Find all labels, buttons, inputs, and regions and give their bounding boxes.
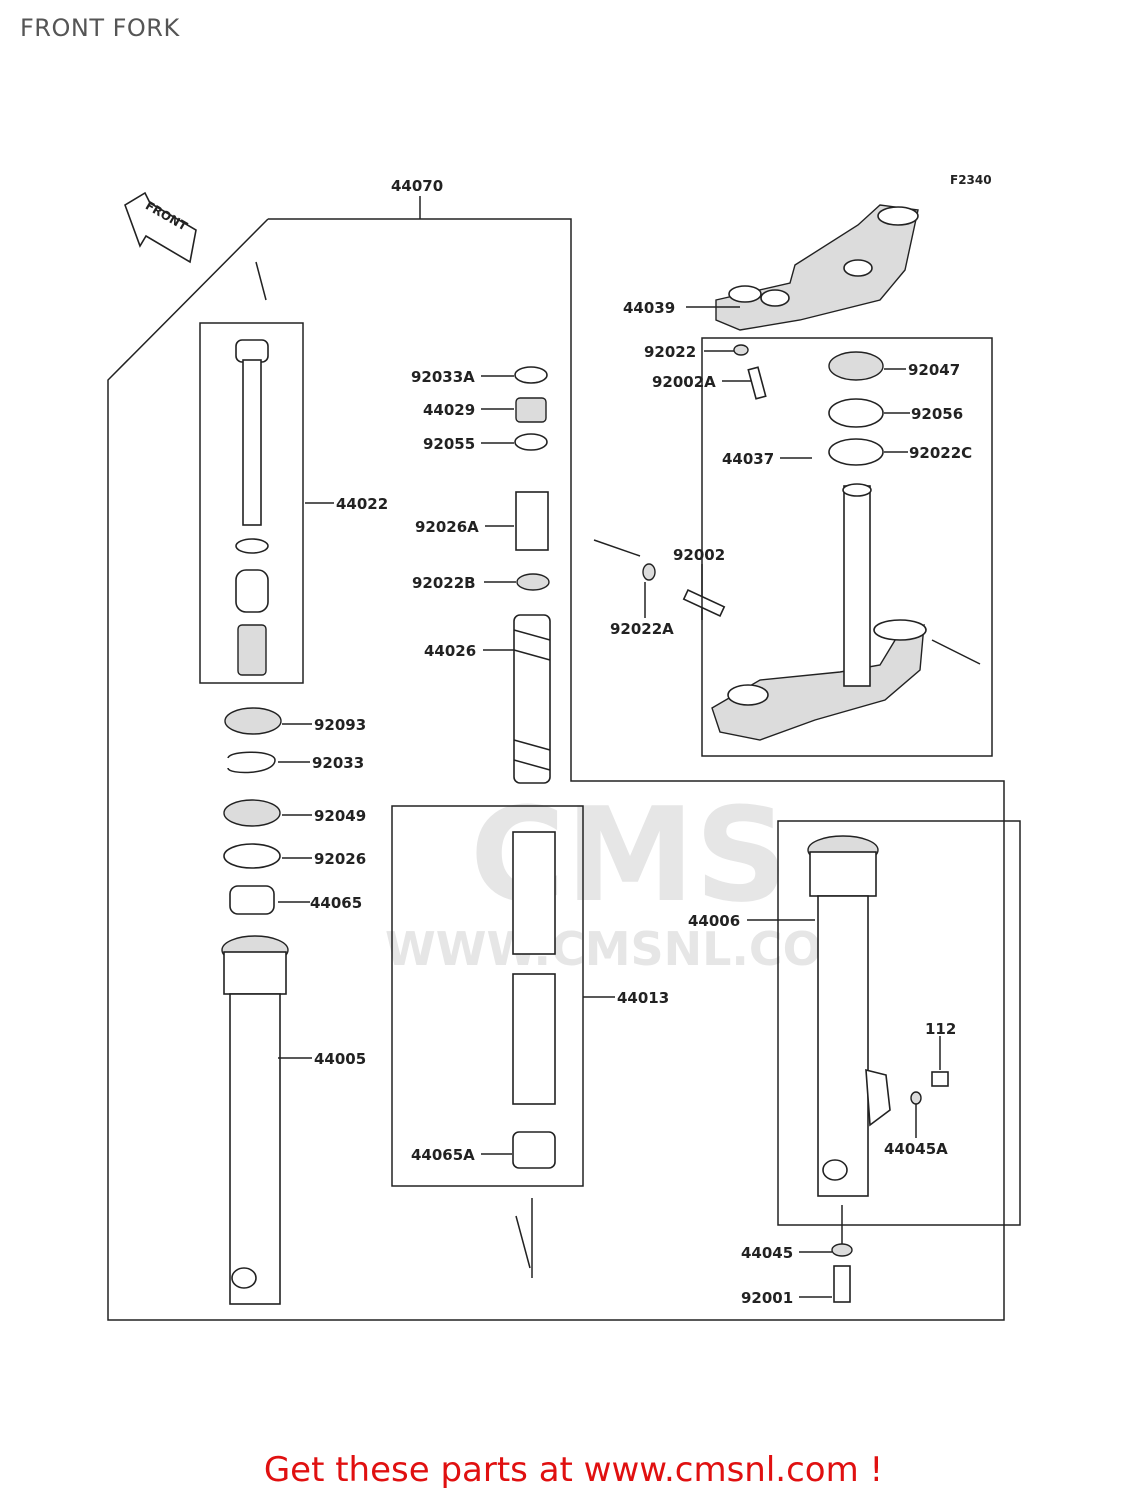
damper-rod bbox=[235, 339, 269, 676]
label-92055: 92055 bbox=[423, 435, 475, 453]
upper-bracket bbox=[715, 204, 919, 331]
label-44039: 44039 bbox=[623, 299, 675, 317]
label-92022A: 92022A bbox=[610, 620, 674, 638]
bolt-112 bbox=[931, 1071, 949, 1087]
figure-ref: F2340 bbox=[950, 173, 992, 187]
spacer-92026A bbox=[515, 491, 549, 551]
outer-tube-44006 bbox=[807, 835, 891, 1197]
watermark-url: WWW.CMSNL.COM bbox=[385, 922, 868, 976]
label-44070: 44070 bbox=[391, 177, 443, 195]
bolt-92001 bbox=[833, 1265, 851, 1303]
ring-92033A bbox=[514, 366, 548, 384]
outer-tube-box bbox=[777, 820, 1021, 1226]
part-labels: 44070 44039 92022 92002A 92047 92056 440… bbox=[310, 177, 972, 1307]
label-92047: 92047 bbox=[908, 361, 960, 379]
label-44005: 44005 bbox=[314, 1050, 366, 1068]
label-44006: 44006 bbox=[688, 912, 740, 930]
label-92002A: 92002A bbox=[652, 373, 716, 391]
label-44029: 44029 bbox=[423, 401, 475, 419]
front-arrow-icon: FRONT bbox=[124, 191, 197, 264]
inner-tube-box bbox=[391, 805, 584, 1187]
collar-44029 bbox=[515, 397, 547, 423]
leader-lines bbox=[278, 306, 941, 1298]
front-fork-diagram: CMS WWW.CMSNL.COM FRONT F2340 bbox=[107, 173, 1021, 1321]
label-92022: 92022 bbox=[644, 343, 696, 361]
washer-44045A bbox=[910, 1091, 922, 1105]
footer-cta[interactable]: Get these parts at www.cmsnl.com ! bbox=[263, 1450, 884, 1490]
seal-92056 bbox=[828, 398, 884, 428]
inner-tube-44013 bbox=[512, 831, 556, 1169]
bolt-92002 bbox=[682, 588, 726, 618]
spring-44026 bbox=[513, 614, 551, 784]
fork-assembly-outline bbox=[107, 218, 1005, 1321]
label-44037: 44037 bbox=[722, 450, 774, 468]
label-92026: 92026 bbox=[314, 850, 366, 868]
ring-92055 bbox=[514, 433, 548, 451]
label-112: 112 bbox=[925, 1020, 956, 1038]
label-44013: 44013 bbox=[617, 989, 669, 1007]
label-92049: 92049 bbox=[314, 807, 366, 825]
label-92033: 92033 bbox=[312, 754, 364, 772]
outer-tube-44005 bbox=[221, 935, 289, 1305]
steering-stem-box bbox=[701, 337, 993, 757]
bolt-92002A bbox=[747, 366, 767, 400]
label-92022C: 92022C bbox=[909, 444, 972, 462]
washer-44045 bbox=[831, 1243, 853, 1257]
washer-92022 bbox=[733, 344, 749, 356]
watermark: CMS WWW.CMSNL.COM bbox=[385, 779, 868, 976]
label-44045: 44045 bbox=[741, 1244, 793, 1262]
washer-92022C bbox=[828, 438, 884, 466]
oil-seal-92049 bbox=[223, 799, 281, 827]
label-92056: 92056 bbox=[911, 405, 963, 423]
label-92001: 92001 bbox=[741, 1289, 793, 1307]
washer-92022A bbox=[642, 563, 656, 581]
washer-92026 bbox=[223, 843, 281, 869]
nut-92047 bbox=[828, 351, 884, 381]
bushing-44065 bbox=[229, 885, 275, 915]
washer-92022B bbox=[516, 573, 550, 591]
label-44065: 44065 bbox=[310, 894, 362, 912]
label-92022B: 92022B bbox=[412, 574, 476, 592]
label-44045A: 44045A bbox=[884, 1140, 948, 1158]
label-92026A: 92026A bbox=[415, 518, 479, 536]
label-92093: 92093 bbox=[314, 716, 366, 734]
label-44026: 44026 bbox=[424, 642, 476, 660]
clip-92033 bbox=[227, 751, 276, 774]
damper-rod-box bbox=[199, 322, 304, 684]
label-92002: 92002 bbox=[673, 546, 725, 564]
label-44065A: 44065A bbox=[411, 1146, 475, 1164]
label-44022: 44022 bbox=[336, 495, 388, 513]
steering-stem bbox=[711, 483, 927, 741]
label-92033A: 92033A bbox=[411, 368, 475, 386]
dust-seal-92093 bbox=[224, 707, 282, 735]
page-title: FRONT FORK bbox=[20, 14, 180, 42]
